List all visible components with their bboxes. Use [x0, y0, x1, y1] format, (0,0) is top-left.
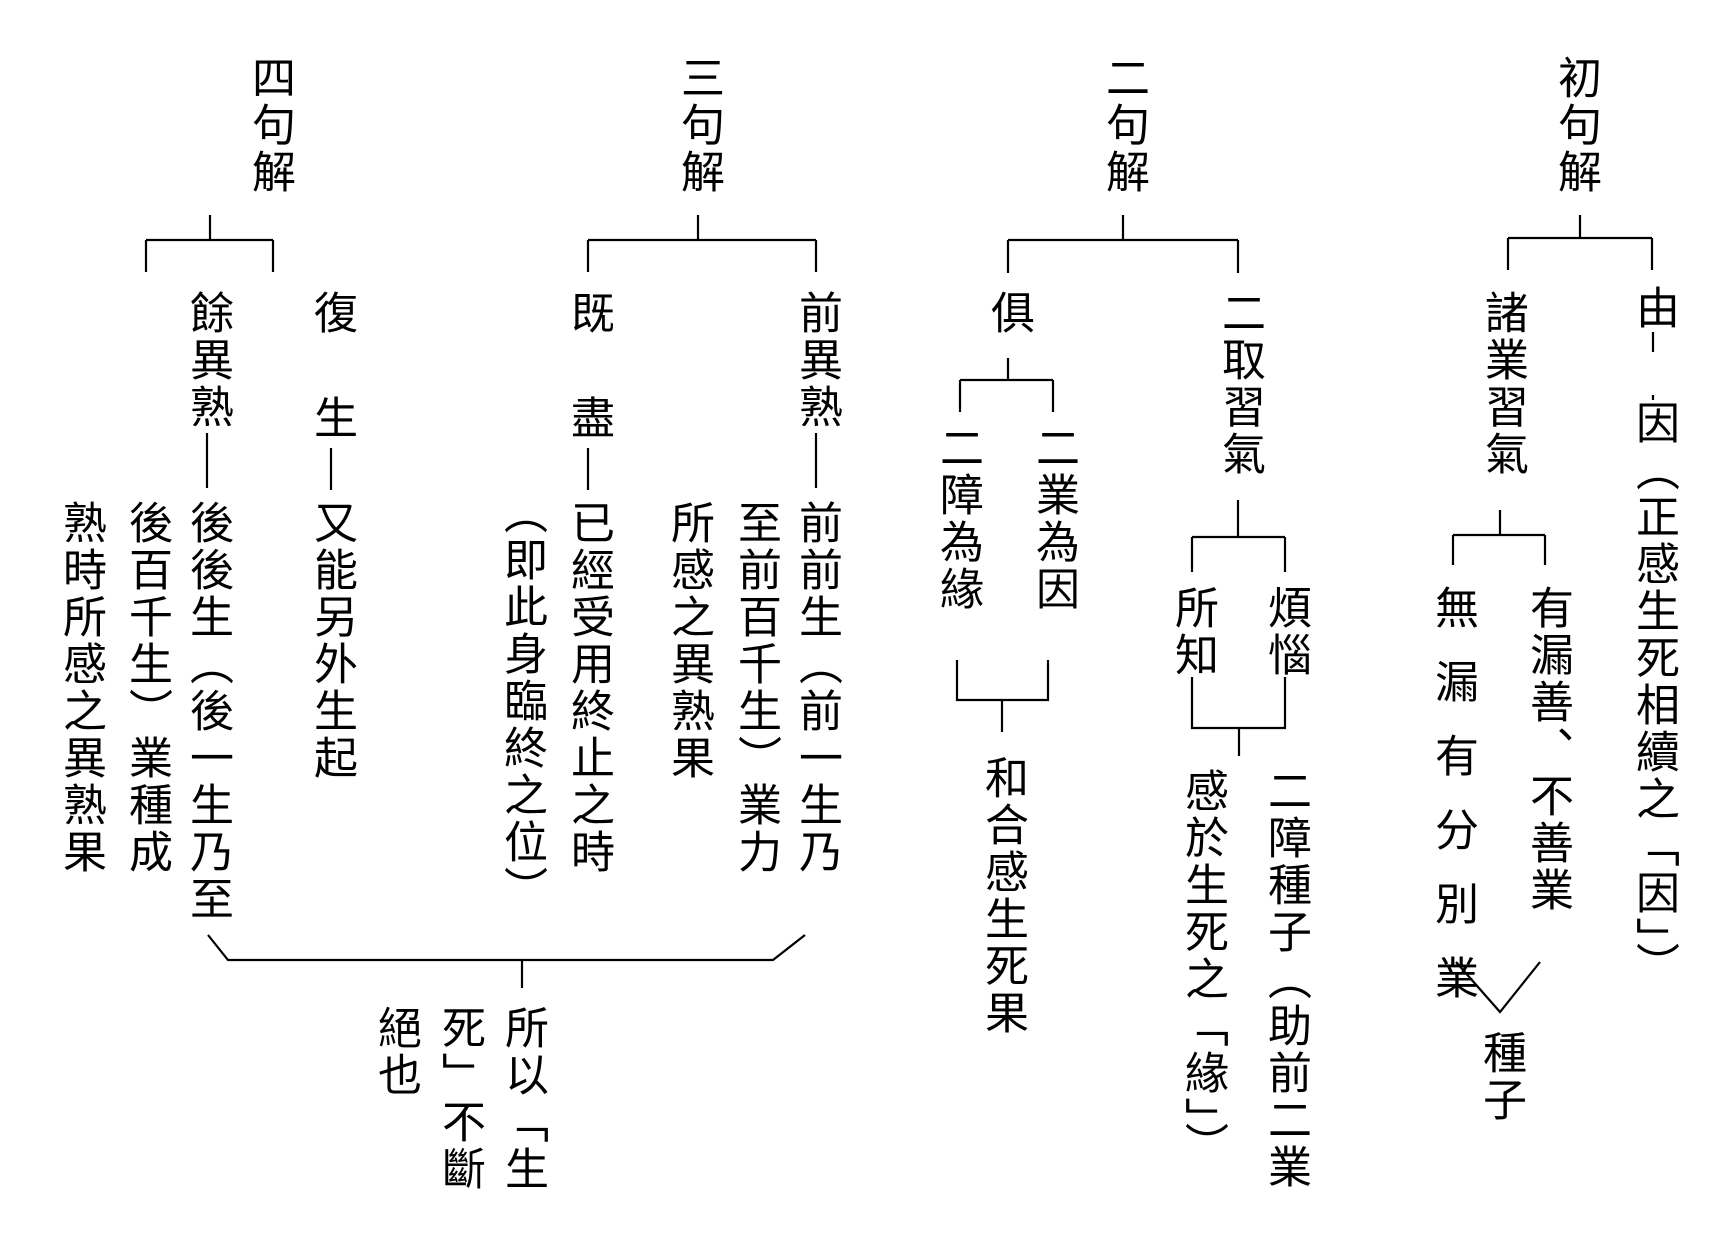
node-zhuye-xiqi: 諸業習氣: [1477, 290, 1528, 478]
node-you: 由: [1628, 285, 1679, 332]
node-qian-explain-1: 前前生（前一生乃: [791, 500, 842, 876]
conclusion-col-2: 死」不斷: [434, 1005, 485, 1193]
node-erqu-xiqi: 二取習氣: [1214, 290, 1265, 478]
node-jijin-explain-2: （即此身臨終之位）: [496, 490, 547, 913]
node-qian-explain-2: 至前百千生）業力: [730, 500, 781, 876]
node-erzhang-zhongzi: 二障種子（助前二業: [1260, 768, 1311, 1191]
conclusion-col-1: 所以「生: [497, 1005, 548, 1193]
node-erzhang-weiyuan: 二障為緣: [932, 425, 983, 613]
node-erye-weiyin: 二業為因: [1028, 425, 1079, 613]
node-ju: 俱: [983, 290, 1034, 337]
title-siju: 四句解: [244, 55, 295, 196]
node-yu-explain-3: 熟時所感之異熟果: [55, 500, 106, 876]
node-yu-explain-2: 後百千生）業種成: [121, 500, 172, 876]
node-yu-yishu: 餘異熟: [182, 290, 233, 431]
node-sheng: 生: [306, 395, 357, 442]
node-yin-explain: 因（正感生死相續之「因」）: [1628, 400, 1679, 989]
node-youlou: 有漏善、不善業: [1522, 585, 1573, 914]
node-yu-explain-1: 後後生（後一生乃至: [182, 500, 233, 923]
title-chuju: 初句解: [1550, 55, 1601, 196]
node-jin: 盡: [563, 395, 614, 442]
conclusion-col-3: 絕也: [370, 1005, 421, 1099]
title-erju: 二句解: [1098, 55, 1149, 196]
node-wulou: 無漏有分別業: [1427, 585, 1478, 1029]
node-fusheng-explain: 又能另外生起: [306, 500, 357, 782]
node-jijin-explain-1: 已經受用終止之時: [563, 500, 614, 876]
node-hehe: 和合感生死果: [977, 755, 1028, 1037]
node-zhongzi: 種子: [1475, 1030, 1526, 1124]
node-fu: 復: [306, 290, 357, 337]
node-qian-yishu: 前異熟: [791, 290, 842, 431]
title-sanju: 三句解: [673, 55, 724, 196]
node-suozhi: 所知: [1167, 585, 1218, 679]
node-erzhang-yuan: 感於生死之「緣」）: [1177, 768, 1228, 1169]
node-fannao: 煩惱: [1260, 585, 1311, 679]
node-qian-explain-3: 所感之異熟果: [663, 500, 714, 782]
node-ji: 既: [563, 290, 614, 337]
